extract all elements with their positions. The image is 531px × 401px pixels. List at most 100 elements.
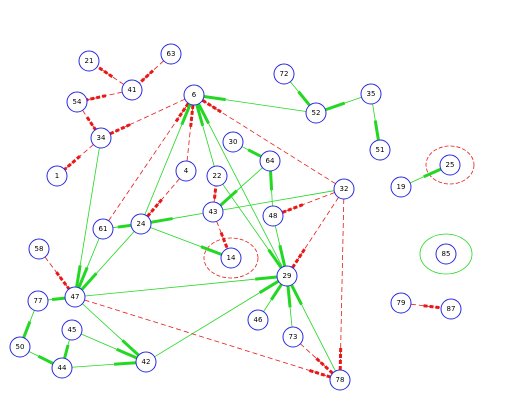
edge-head bbox=[309, 369, 331, 379]
edge-42-29 bbox=[154, 279, 280, 358]
node-43: 43 bbox=[202, 201, 224, 223]
node-circle bbox=[369, 139, 391, 161]
node-circle bbox=[92, 218, 114, 240]
node-24: 24 bbox=[130, 213, 152, 235]
edge-72-52 bbox=[290, 81, 311, 107]
edge-head bbox=[146, 198, 163, 218]
edge-head bbox=[219, 189, 238, 207]
edge-head bbox=[77, 266, 89, 289]
node-44: 44 bbox=[51, 357, 73, 379]
edge-head bbox=[197, 103, 210, 125]
edge-head bbox=[291, 248, 306, 269]
edge-47-42 bbox=[82, 303, 140, 357]
edge-line bbox=[339, 198, 345, 371]
edge-47-29 bbox=[84, 275, 278, 297]
node-circle bbox=[130, 213, 152, 235]
edge-head bbox=[174, 102, 190, 123]
edge-head bbox=[55, 271, 71, 290]
edge-line bbox=[282, 192, 335, 213]
node-46: 46 bbox=[247, 309, 269, 331]
node-circle bbox=[220, 247, 242, 269]
edge-head bbox=[278, 244, 287, 267]
edge-head bbox=[37, 354, 54, 365]
edge-head bbox=[116, 347, 138, 360]
edge-line bbox=[154, 280, 279, 358]
edge-line bbox=[198, 103, 283, 268]
node-label: 47 bbox=[71, 293, 80, 301]
node-32: 32 bbox=[333, 178, 355, 200]
edge-22-6 bbox=[195, 104, 215, 167]
node-circle bbox=[66, 91, 88, 113]
node-25: 25 bbox=[439, 154, 461, 176]
node-label: 29 bbox=[283, 272, 292, 280]
edge-head bbox=[63, 344, 70, 359]
edge-43-22 bbox=[213, 185, 218, 203]
node-label: 42 bbox=[142, 358, 151, 366]
node-22: 22 bbox=[206, 165, 228, 187]
node-circle bbox=[329, 369, 351, 391]
node-circle bbox=[90, 127, 112, 149]
edge-4-24 bbox=[146, 178, 180, 218]
edges-layer bbox=[22, 60, 442, 379]
node-58: 58 bbox=[28, 238, 50, 260]
edge-head bbox=[113, 361, 137, 366]
node-42: 42 bbox=[135, 351, 157, 373]
node-label: 46 bbox=[254, 316, 263, 324]
edge-line bbox=[292, 197, 339, 268]
node-circle bbox=[61, 319, 83, 341]
node-circle bbox=[305, 102, 327, 124]
edge-34-47 bbox=[75, 147, 100, 288]
node-51: 51 bbox=[369, 139, 391, 161]
edge-54-34 bbox=[82, 110, 97, 131]
node-label: 24 bbox=[137, 220, 146, 228]
edge-head bbox=[200, 245, 223, 256]
edge-24-14 bbox=[150, 227, 223, 256]
edge-30-64 bbox=[241, 146, 262, 158]
edge-head bbox=[138, 69, 155, 85]
edge-48-64 bbox=[269, 170, 274, 207]
node-circle bbox=[333, 178, 355, 200]
node-circle bbox=[435, 243, 457, 265]
node-77: 77 bbox=[27, 290, 49, 312]
node-circle bbox=[46, 165, 68, 187]
node-48: 48 bbox=[262, 205, 284, 227]
node-circle bbox=[183, 84, 205, 106]
node-circle bbox=[439, 154, 461, 176]
edge-41-21 bbox=[96, 65, 124, 85]
edge-head bbox=[180, 103, 192, 126]
edge-22-29 bbox=[222, 183, 283, 269]
node-circle bbox=[64, 286, 86, 308]
node-72: 72 bbox=[273, 63, 295, 85]
edge-61-24 bbox=[112, 223, 132, 229]
edge-head bbox=[195, 104, 205, 127]
node-label: 52 bbox=[312, 109, 321, 117]
node-circle bbox=[440, 298, 462, 320]
edge-head bbox=[324, 101, 346, 112]
edge-73-29 bbox=[286, 285, 293, 328]
node-label: 22 bbox=[213, 172, 222, 180]
edge-head bbox=[150, 217, 173, 224]
edge-48-29 bbox=[274, 225, 287, 267]
edge-24-47 bbox=[80, 231, 135, 291]
edge-head bbox=[22, 321, 32, 339]
edge-6-34 bbox=[109, 98, 186, 136]
node-label: 72 bbox=[280, 70, 289, 78]
node-circle bbox=[273, 63, 295, 85]
edge-46-29 bbox=[263, 283, 283, 312]
edge-head bbox=[290, 284, 303, 306]
edge-head bbox=[80, 272, 98, 291]
edge-head bbox=[201, 99, 222, 114]
edge-34-1 bbox=[63, 144, 94, 171]
edge-line bbox=[84, 276, 278, 297]
node-circle bbox=[121, 79, 143, 101]
edge-line bbox=[186, 104, 194, 162]
edge-77-50 bbox=[22, 310, 35, 339]
edge-head bbox=[373, 120, 380, 141]
edge-head bbox=[117, 223, 132, 229]
edge-58-47 bbox=[44, 256, 71, 290]
node-circle bbox=[160, 43, 182, 65]
node-label: 54 bbox=[73, 98, 82, 106]
node-label: 1 bbox=[55, 172, 59, 180]
node-label: 85 bbox=[442, 250, 451, 258]
